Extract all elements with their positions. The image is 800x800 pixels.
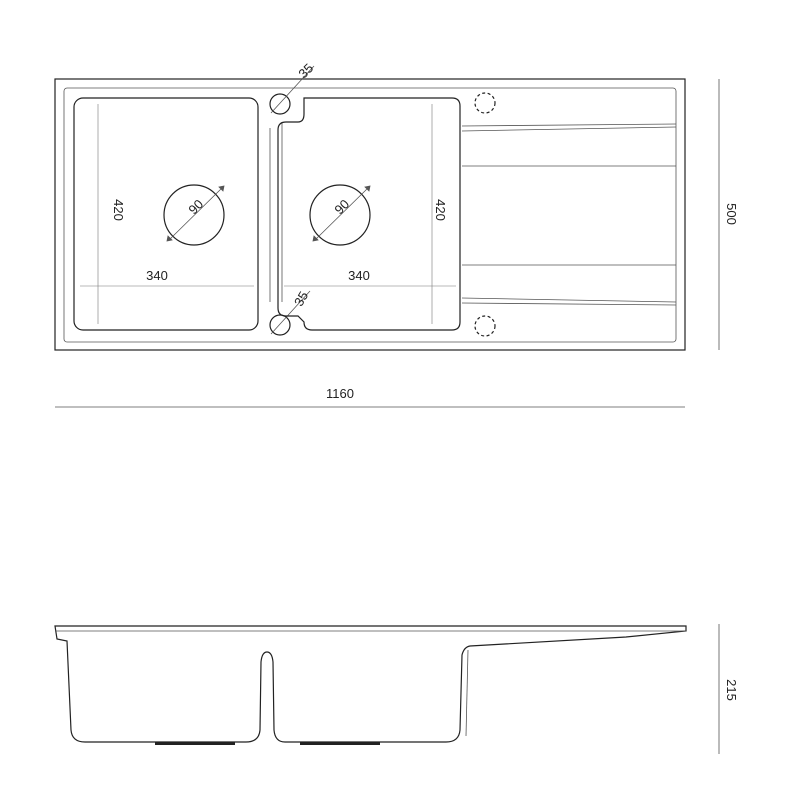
- left-bowl: 90 420 340: [73, 97, 259, 331]
- overflow-bottom: 35: [269, 289, 311, 336]
- right-drain: [309, 184, 371, 246]
- top-view: 90 420 340 35 35 90 420 340: [54, 60, 739, 408]
- svg-text:35: 35: [291, 289, 311, 309]
- side-view: 215: [54, 624, 739, 754]
- left-bowl-depth-label: 420: [111, 199, 126, 221]
- overflow-top: 35: [269, 60, 316, 115]
- height-dimension: 215: [718, 624, 739, 754]
- bowl-divider: [269, 122, 283, 302]
- overall-depth-label: 500: [724, 203, 739, 225]
- svg-text:35: 35: [295, 60, 316, 81]
- sink-profile: [54, 625, 687, 743]
- tap-hole-bottom: [474, 315, 496, 337]
- sink-inner-rim: [63, 87, 677, 343]
- sink-outline: [54, 78, 686, 351]
- height-label: 215: [724, 679, 739, 701]
- right-drain-diameter-label: 90: [331, 196, 352, 217]
- left-drain-diameter-label: 90: [185, 196, 206, 217]
- tap-hole-top: [474, 92, 496, 114]
- overall-width-label: 1160: [326, 386, 354, 401]
- overall-width-dimension: 1160: [55, 386, 685, 408]
- left-bowl-width-label: 340: [146, 268, 168, 283]
- right-bowl-depth-label: 420: [433, 199, 448, 221]
- drain-right: [300, 742, 380, 745]
- overall-depth-dimension: 500: [718, 79, 739, 350]
- left-drain: [163, 184, 225, 246]
- drain-left: [155, 742, 235, 745]
- draining-board: [461, 92, 677, 337]
- right-bowl-width-label: 340: [348, 268, 370, 283]
